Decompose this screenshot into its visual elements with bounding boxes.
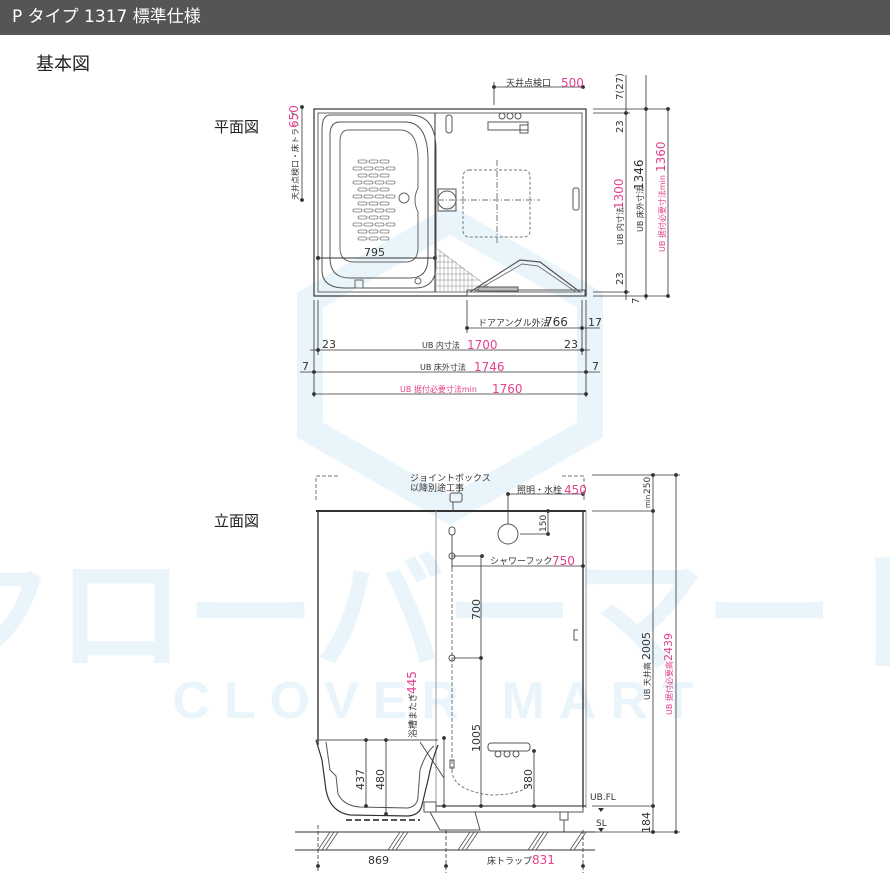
min-clearance-value: 250 (643, 477, 653, 494)
elevation-view-label: 立面図 (214, 512, 260, 530)
slab-hatch (317, 831, 587, 851)
min-clearance-label: min (644, 495, 652, 508)
hatch-trap-label: 天井点検口・床トラップ (290, 112, 300, 200)
hatch-trap-value: 650 (287, 105, 301, 128)
right-outer-7: 7 (592, 360, 599, 373)
light-offset-150: 150 (539, 515, 549, 532)
dim-7-bottom: 7 (631, 298, 642, 304)
tub-step-value: 445 (405, 671, 419, 694)
bottom-inner-label: UB 内寸法 (422, 340, 460, 350)
floor-height-184: 184 (640, 812, 653, 833)
shower-hook-value: 750 (552, 554, 575, 568)
bottom-install-min-label: UB 据付必要寸法min (400, 384, 477, 394)
floor-trap-label: 床トラップ (487, 855, 532, 867)
ceiling-height-value: 2005 (640, 632, 653, 660)
joint-box-line1: ジョイントボックス (410, 473, 491, 484)
watermark-jp: クローバーマート (0, 542, 890, 688)
plan-inner-label: UB 内寸法 (615, 207, 625, 245)
install-height-value: 2439 (662, 633, 675, 661)
shower-hook-label: シャワーフック (490, 556, 552, 567)
right-inner-23: 23 (564, 338, 578, 351)
section-title: 基本図 (36, 54, 90, 75)
plan-inner-value: 1300 (612, 178, 626, 209)
elevation-view (295, 475, 595, 851)
page-header: P タイプ 1317 標準仕様 (0, 0, 890, 35)
faucet-height-380: 380 (522, 769, 535, 790)
door-angle-label: ドアアングル外法 (478, 317, 550, 329)
tub-step-label: 浴槽またぎ (407, 693, 419, 738)
elevation-labels: ジョイントボックス 以降別途工事 照明・水栓 450 150 シャワーフック 7… (354, 473, 675, 867)
bottom-floor-outer-value: 1746 (474, 360, 505, 374)
light-faucet-value: 450 (564, 483, 587, 497)
hook-height-1005: 1005 (470, 724, 483, 752)
plan-view (313, 108, 587, 297)
ceiling-hatch-label: 天井点検口 (506, 77, 551, 89)
plan-view-label: 平面図 (214, 118, 260, 136)
floor-trap-value: 831 (532, 853, 555, 867)
ceiling-hatch-value: 500 (561, 76, 584, 90)
tub-depth-437: 437 (354, 769, 367, 790)
plan-install-min-label: UB 据付必要寸法min (657, 175, 667, 252)
tub-dimples (357, 159, 390, 164)
dim-23-top: 23 (615, 120, 626, 133)
ceiling-height-label: UB 天井高 (642, 662, 652, 700)
tub-width-869: 869 (368, 854, 389, 867)
plan-floor-outer-value: 1346 (632, 159, 646, 190)
header-title: P タイプ 1317 標準仕様 (12, 7, 201, 27)
joint-box-line2: 以降別途工事 (410, 482, 464, 494)
door-angle-value: 766 (545, 315, 568, 329)
dim-23-bottom: 23 (615, 272, 626, 285)
bottom-floor-outer-label: UB 床外寸法 (420, 362, 466, 372)
sl-label: SL (596, 819, 607, 829)
door-offset-17: 17 (588, 316, 602, 329)
left-inner-23: 23 (322, 338, 336, 351)
plan-install-min-value: 1360 (654, 141, 668, 172)
watermark: クローバーマート CLOVER MART (0, 205, 890, 730)
bottom-inner-value: 1700 (467, 338, 498, 352)
plan-dimensions (300, 75, 670, 397)
bottom-install-min-value: 1760 (492, 382, 523, 396)
dim-7-27: 7(27) (615, 73, 626, 100)
ub-fl-label: UB.FL (590, 793, 616, 803)
tub-depth-480: 480 (374, 769, 387, 790)
hook-spacing-700: 700 (470, 599, 483, 620)
install-height-label: UB 据付必要高 (664, 661, 674, 715)
elevation-dimensions (316, 473, 680, 873)
watermark-en: CLOVER MART (172, 672, 707, 730)
light-faucet-label: 照明・水栓 (517, 484, 562, 496)
plan-floor-outer-label: UB 床外寸法 (635, 186, 645, 232)
tub-width-795: 795 (364, 246, 385, 259)
left-outer-7: 7 (302, 360, 309, 373)
plan-labels: 天井点検口 500 天井点検口・床トラップ 650 795 7(27) 23 2… (287, 73, 668, 396)
